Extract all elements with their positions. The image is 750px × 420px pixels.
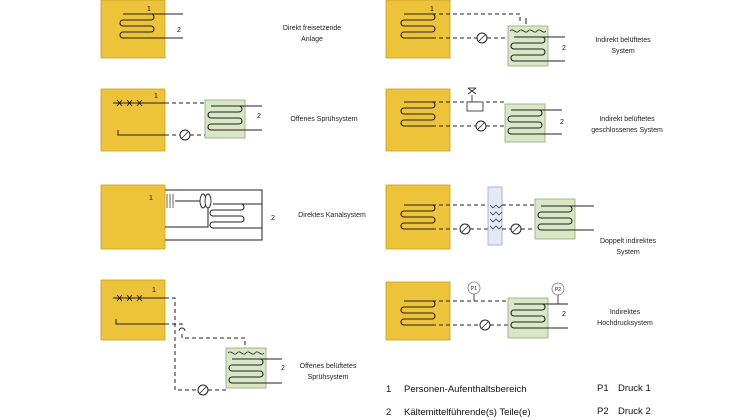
pressure-gauge-p2-icon: [551, 282, 565, 296]
caption: Offenes Sprühsystem: [290, 116, 357, 123]
label-2: 2: [177, 27, 181, 34]
air-duct: [165, 189, 263, 241]
spray-nozzles-icon: [113, 294, 165, 302]
label-1: 1: [149, 195, 153, 202]
occupied-space: [100, 184, 166, 250]
spray-nozzles-icon: [509, 29, 547, 33]
label-2: 2: [257, 113, 261, 120]
refrigerant-unit: [507, 25, 549, 67]
caption-line2: System: [616, 249, 640, 256]
caption: Indirektes: [610, 309, 641, 316]
supply-line: [165, 323, 246, 345]
label-1: 1: [430, 6, 434, 13]
system-double-indirect: Doppelt indirektes System: [385, 184, 657, 256]
system-indirect-ventilated: 1 2 Indirekt belüftetes System: [385, 0, 651, 67]
spray-nozzles-icon: [113, 99, 165, 107]
system-direct-duct: 1 2 Direktes Kanalsystem: [100, 184, 366, 250]
gauge-label-p1: P1: [471, 286, 477, 292]
caption: Doppelt indirektes: [600, 238, 657, 245]
caption-line2: Hochdrucksystem: [597, 320, 653, 327]
caption: Indirekt belüftetes: [595, 37, 651, 44]
caption-line2: Anlage: [301, 36, 323, 43]
refrigerant-line: [239, 105, 262, 131]
refrigerant-line: [539, 109, 562, 135]
legend-text-1: Personen-Aufenthaltsbereich: [404, 384, 527, 395]
duct-return: [165, 205, 209, 228]
refrigerant-line: [241, 203, 262, 229]
caption: Direkt freisetzende: [283, 25, 341, 32]
legend: 1 Personen-Aufenthaltsbereich 2 Kältemit…: [386, 383, 651, 418]
legend-text-p1: Druck 1: [618, 383, 651, 394]
occupied-space: [385, 281, 451, 341]
refrigerant-line: [260, 358, 282, 384]
caption: Direktes Kanalsystem: [298, 212, 366, 219]
occupied-space: [100, 0, 166, 59]
spray-nozzles-icon: [227, 351, 265, 355]
pump-icon: [179, 129, 191, 141]
refrigerant-unit: [507, 297, 549, 339]
legend-text-2: Kältemittelführende(s) Teile(e): [404, 407, 531, 418]
pump-icon: [475, 120, 487, 132]
refrigerant-unit: [225, 347, 267, 389]
legend-text-p2: Druck 2: [618, 406, 651, 417]
line-crossing: [178, 327, 186, 332]
system-open-ventilated-spray: 1 2 Offenes belüftetes Sprühsystem: [100, 279, 357, 396]
occupied-space: [385, 0, 451, 59]
gauge-label-p2: P2: [555, 287, 561, 293]
legend-key-p2: P2: [597, 406, 609, 417]
caption-line2: geschlossenes System: [591, 127, 663, 134]
label-1: 1: [152, 287, 156, 294]
label-1: 1: [147, 6, 151, 13]
pump-icon: [510, 223, 522, 235]
grille-icon: [166, 194, 174, 208]
collector-tray: [117, 130, 165, 136]
legend-key-2: 2: [386, 407, 391, 418]
system-indirect-ventilated-closed: 2 Indirekt belüftetes geschlossenes Syst…: [385, 87, 663, 152]
return-line: [165, 297, 226, 391]
refrigerant-line: [151, 13, 183, 39]
occupied-space: [100, 88, 166, 152]
refrigerant-line: [569, 205, 594, 231]
refrigerant-line: [542, 303, 568, 329]
zigzag-coil-icon: [489, 204, 503, 230]
valve-icon: [467, 87, 477, 102]
system-direct-release: 1 2 Direkt freisetzende Anlage: [100, 0, 341, 59]
fan-icon: [204, 193, 212, 209]
caption: Offenes belüftetes: [300, 363, 357, 370]
evaporator-coil: [209, 203, 245, 229]
label-1: 1: [154, 93, 158, 100]
supply-line: [432, 13, 521, 24]
occupied-space: [100, 279, 166, 341]
label-2: 2: [281, 365, 285, 372]
expansion-tank: [466, 101, 484, 112]
refrigerant-unit: [534, 198, 576, 240]
label-2: 2: [562, 45, 566, 52]
system-indirect-high-pressure: P1 P2 2 Indirektes Hochdrucksystem: [385, 281, 653, 341]
collector-tray: [115, 319, 165, 325]
intermediate-heat-exchanger: [487, 186, 503, 246]
pump-icon: [476, 32, 488, 44]
caption-line2: System: [611, 48, 635, 55]
caption-line2: Sprühsystem: [308, 374, 349, 381]
refrigerant-line: [542, 36, 565, 62]
pump-icon: [459, 223, 471, 235]
pump-icon: [479, 319, 491, 331]
system-open-spray: 1 2 Offenes Sprühsystem: [100, 88, 358, 152]
legend-key-p1: P1: [597, 383, 609, 394]
label-2: 2: [271, 215, 275, 222]
pump-icon: [197, 384, 209, 396]
label-2: 2: [562, 311, 566, 318]
pressure-gauge-p1-icon: [467, 281, 481, 295]
label-2: 2: [560, 119, 564, 126]
legend-key-1: 1: [386, 384, 391, 395]
caption: Indirekt belüftetes: [599, 116, 655, 123]
